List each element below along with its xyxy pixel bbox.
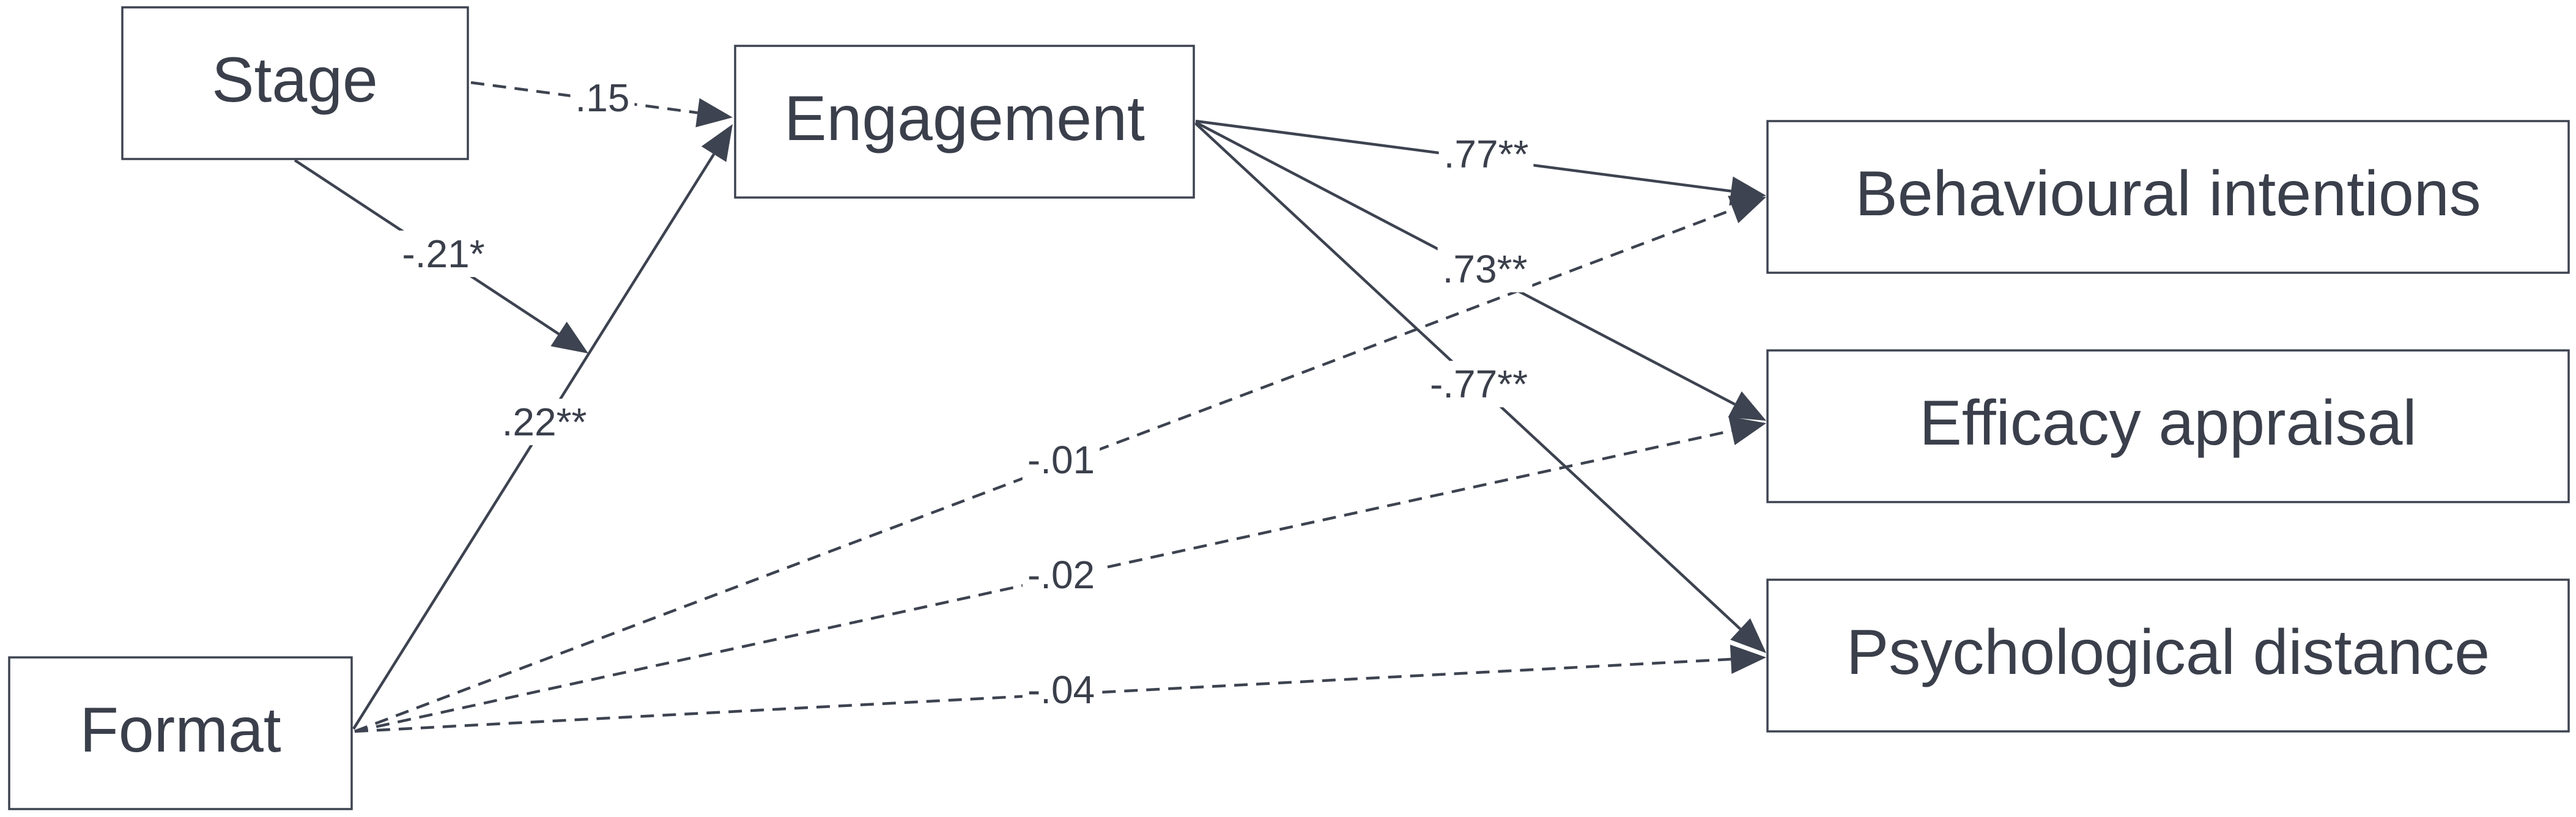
nodes-layer: Stage Format Engagement Behavioural inte… xyxy=(8,6,2570,810)
edge-label-stage-engagement: .15 xyxy=(570,75,635,121)
edge-label-background xyxy=(1424,361,1533,407)
arrowhead-icon xyxy=(1730,618,1766,653)
edge-coefficient: .15 xyxy=(576,76,630,120)
edge-label-background xyxy=(397,231,490,277)
node-engagement-label: Engagement xyxy=(784,83,1145,154)
edge-label-background xyxy=(1022,667,1100,713)
edge-coefficient: -.77** xyxy=(1430,362,1528,406)
node-efficacy-appraisal-label: Efficacy appraisal xyxy=(1919,388,2416,459)
node-behavioural-intentions[interactable]: Behavioural intentions xyxy=(1766,120,2570,274)
edge-label-format-behavioural: -.01 xyxy=(1022,437,1100,483)
node-stage-label: Stage xyxy=(212,45,378,116)
arrowhead-icon xyxy=(701,124,733,162)
edge-label-format-distance: -.04 xyxy=(1022,667,1100,713)
node-format-label: Format xyxy=(80,695,281,766)
node-efficacy-appraisal[interactable]: Efficacy appraisal xyxy=(1766,349,2570,503)
edge-label-background xyxy=(1022,437,1100,483)
edge-label-engagement-behavioural: .77** xyxy=(1438,131,1534,177)
edge-coefficient: .22** xyxy=(502,400,587,444)
node-stage[interactable]: Stage xyxy=(121,6,469,160)
arrowhead-icon xyxy=(1728,416,1766,445)
edge-label-engagement-efficacy: .73** xyxy=(1437,246,1533,292)
edge-label-background xyxy=(570,75,635,121)
arrowhead-icon xyxy=(695,98,733,128)
edge-labels-layer: .15 -.21* .22** .77** .73** -.77** -.01 -.02 -.0… xyxy=(397,75,1534,713)
edge-label-engagement-distance: -.77** xyxy=(1424,361,1533,407)
arrowhead-icon xyxy=(550,322,588,353)
arrowhead-icon xyxy=(1728,196,1766,223)
arrowhead-icon xyxy=(1728,391,1766,421)
edge-label-background xyxy=(497,399,592,445)
edge-coefficient: -.02 xyxy=(1027,553,1095,597)
edge-label-format-efficacy: -.02 xyxy=(1022,552,1100,598)
edge-coefficient: .77** xyxy=(1444,132,1529,176)
arrowhead-icon xyxy=(1730,645,1766,675)
edge-coefficient: -.01 xyxy=(1027,438,1095,482)
node-format[interactable]: Format xyxy=(8,656,353,810)
node-psychological-distance-label: Psychological distance xyxy=(1846,617,2490,688)
edge-label-background xyxy=(1438,131,1534,177)
node-psychological-distance[interactable]: Psychological distance xyxy=(1766,579,2570,733)
node-engagement[interactable]: Engagement xyxy=(734,45,1195,199)
edge-label-stage-format: -.21* xyxy=(397,231,490,277)
edge-coefficient: .73** xyxy=(1443,247,1528,291)
edge-coefficient: -.21* xyxy=(402,232,484,276)
edge-coefficient: -.04 xyxy=(1027,668,1095,712)
node-behavioural-intentions-label: Behavioural intentions xyxy=(1855,158,2481,229)
edge-label-format-engagement: .22** xyxy=(497,399,592,445)
edge-label-background xyxy=(1022,552,1100,598)
edge-label-background xyxy=(1437,246,1533,292)
